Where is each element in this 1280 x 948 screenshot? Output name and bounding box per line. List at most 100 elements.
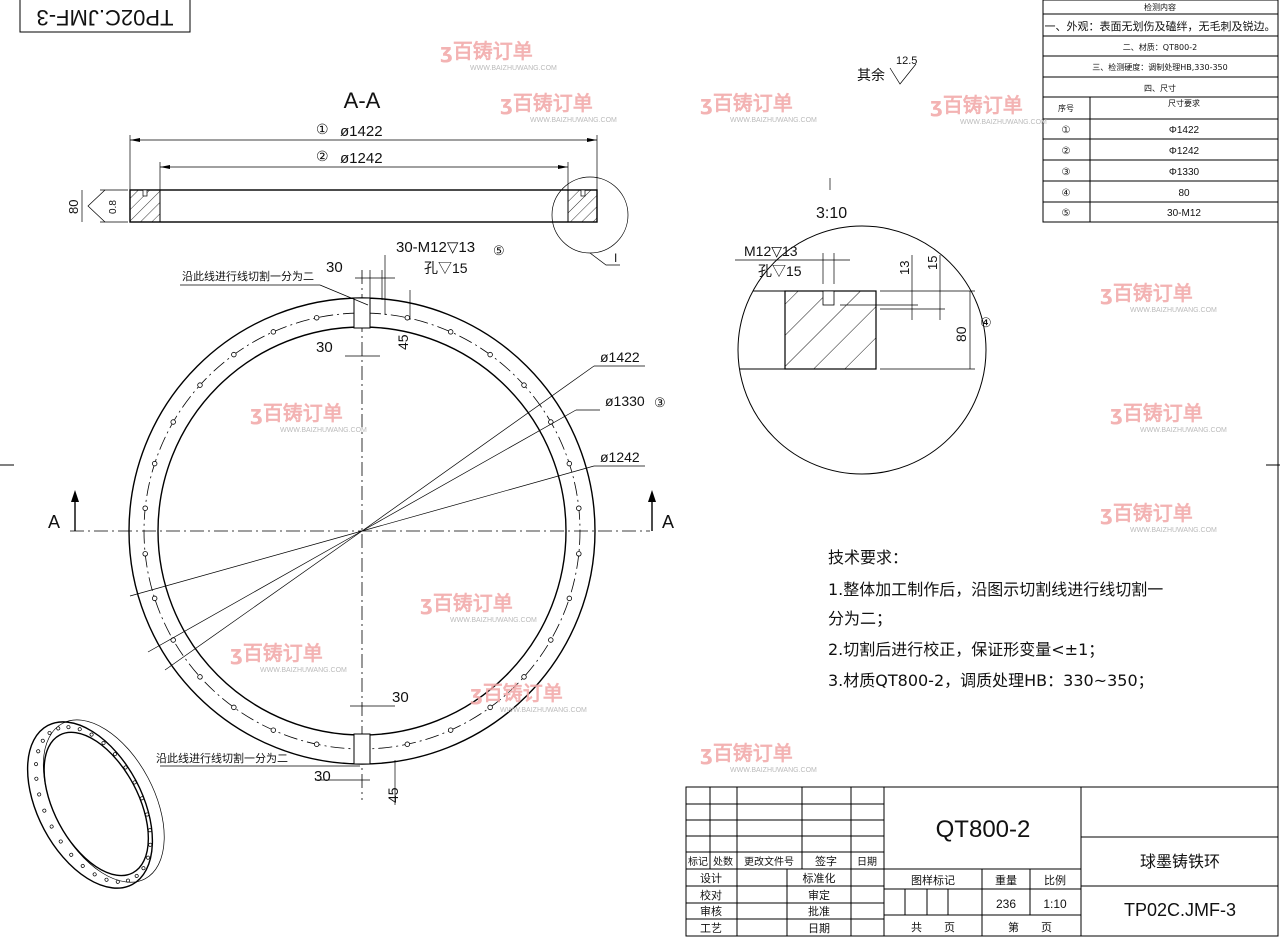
corner-label-box: TP02C.JMF-3 (19, 0, 191, 33)
watermark-url: WWW.BAIZHUWANG.COM (470, 65, 557, 72)
rev-header: 标记 (688, 856, 708, 868)
bolt-hole (447, 329, 454, 335)
dim-30-top-a: 30 (326, 259, 343, 276)
detail-dim-num-4: ④ (980, 315, 992, 330)
bolt-hole (404, 741, 411, 747)
dim-30-bottom-a: 30 (392, 689, 409, 706)
detail-view: 3:10 M12▽13 孔▽15 13 15 80 ④ (735, 178, 992, 475)
bolt-hole (566, 595, 573, 602)
dim-45-top: 45 (395, 334, 411, 350)
label-date: 日期 (808, 922, 830, 935)
label-check: 校对 (700, 888, 722, 902)
inspection-row-hardness: 三、检测硬度：调制处理HB,330-350 (1092, 62, 1227, 72)
label-approve-review: 审定 (808, 888, 830, 902)
watermark-logo: ʒ百铸订单 (930, 93, 1023, 117)
bolt-hole (404, 315, 411, 321)
inspection-col-req: 尺寸要求 (1168, 98, 1200, 108)
thread-note: 30-M12▽13 (396, 239, 475, 256)
watermark-logo: ʒ百铸订单 (1100, 281, 1193, 305)
section-mark-right: A (662, 512, 674, 532)
bolt-hole-3d (47, 731, 52, 735)
inspection-table: 检测内容 一、外观：表面无划伤及磕绊，无毛刺及锐边。 二、材质：QT800-2 … (1042, 0, 1279, 223)
tech-req-line: 1.整体加工制作后，沿图示切割线进行线切割一 (828, 580, 1163, 599)
watermark-url: WWW.BAIZHUWANG.COM (1130, 307, 1217, 314)
watermark-logo: ʒ百铸订单 (700, 741, 793, 765)
bolt-holes (142, 310, 582, 752)
dim-30-top-b: 30 (316, 339, 333, 356)
total-pages: 共 页 (911, 921, 955, 934)
bolt-hole-3d (101, 741, 106, 745)
bolt-hole-3d (56, 726, 61, 731)
inspection-row-no: ⑤ (1062, 208, 1071, 219)
watermark-url: WWW.BAIZHUWANG.COM (1130, 527, 1217, 534)
inspection-row-req: Φ1330 (1169, 167, 1200, 178)
plan-view: A A ø1422 ø1330 ③ ø1242 30 30 45 沿此线进行线切… (48, 239, 674, 805)
dim-height: 80 (66, 200, 81, 214)
bolt-hole-3d (58, 839, 63, 844)
detail-dim-15: 15 (925, 256, 940, 270)
label-pattern-mark: 图样标记 (911, 873, 955, 887)
bolt-hole (197, 674, 203, 680)
bolt-hole-3d (69, 852, 74, 857)
watermark-logo: ʒ百铸订单 (500, 91, 593, 115)
rev-header: 更改文件号 (744, 855, 794, 868)
label-scale: 比例 (1044, 873, 1066, 887)
watermark-url: WWW.BAIZHUWANG.COM (280, 427, 367, 434)
bolt-hole-3d (49, 824, 54, 829)
ring-3d-view (26, 719, 165, 889)
tech-req-line: 3.材质QT800-2，调质处理HB：330~350； (828, 671, 1154, 690)
plan-dim-1330: ø1330 (605, 393, 645, 409)
bolt-hole-3d (147, 828, 152, 833)
bolt-hole (521, 674, 527, 680)
watermark-url: WWW.BAIZHUWANG.COM (960, 119, 1047, 126)
roughness-value: 0.8 (108, 200, 119, 214)
inspection-row-req: Φ1422 (1169, 125, 1200, 136)
bolt-hole-3d (123, 765, 128, 770)
page-number: 第 页 (1008, 920, 1052, 934)
bolt-hole-3d (126, 878, 130, 883)
bolt-hole-3d (34, 776, 39, 781)
bolt-hole (576, 551, 582, 557)
plan-dim-1422: ø1422 (600, 349, 640, 365)
bolt-hole-3d (139, 796, 144, 801)
inspection-header: 检测内容 (1144, 2, 1176, 12)
detail-label: I (614, 251, 617, 265)
bolt-hole (548, 637, 554, 643)
rev-header: 处数 (713, 855, 733, 868)
dim-45-bottom: 45 (385, 787, 401, 803)
bolt-hole-3d (77, 727, 82, 732)
inspection-row-req: 80 (1178, 188, 1190, 199)
thread-num-5: ⑤ (493, 243, 505, 258)
bolt-hole-3d (92, 872, 97, 877)
bolt-hole (576, 505, 582, 511)
watermarks: ʒ百铸订单 WWW.BAIZHUWANG.COM ʒ百铸订单 WWW.BAIZHUWA… (230, 39, 1227, 774)
bolt-hole (170, 419, 176, 425)
bolt-hole (521, 382, 527, 388)
bolt-hole-3d (132, 780, 137, 785)
watermark-url: WWW.BAIZHUWANG.COM (1140, 427, 1227, 434)
roughness-other: 其余 12.5 (857, 55, 917, 85)
watermark-url: WWW.BAIZHUWANG.COM (260, 667, 347, 674)
label-process: 工艺 (700, 922, 722, 935)
cut-note-bottom: 沿此线进行线切割一分为二 (156, 751, 288, 765)
section-title: A-A (344, 88, 381, 113)
inspection-row-size: 四、尺寸 (1144, 83, 1176, 93)
inspection-row-req: Φ1242 (1169, 146, 1200, 157)
inspection-row-material: 二、材质：QT800-2 (1123, 42, 1197, 52)
label-review: 审核 (700, 904, 722, 918)
dim-1242: ø1242 (340, 150, 383, 167)
bolt-hole (313, 315, 320, 321)
inspection-row-no: ④ (1062, 188, 1071, 199)
bolt-hole-3d (141, 866, 146, 871)
bolt-hole-3d (89, 732, 94, 737)
bolt-hole (231, 704, 237, 711)
detail-dim-80: 80 (953, 326, 969, 342)
rev-header: 签字 (815, 854, 837, 868)
weight-value: 236 (996, 897, 1016, 911)
bolt-hole-3d (104, 877, 109, 882)
tech-req-line: 分为二； (828, 609, 892, 628)
bolt-hole-3d (80, 863, 85, 868)
corner-label: TP02C.JMF-3 (37, 5, 174, 30)
bolt-hole-3d (40, 738, 45, 743)
